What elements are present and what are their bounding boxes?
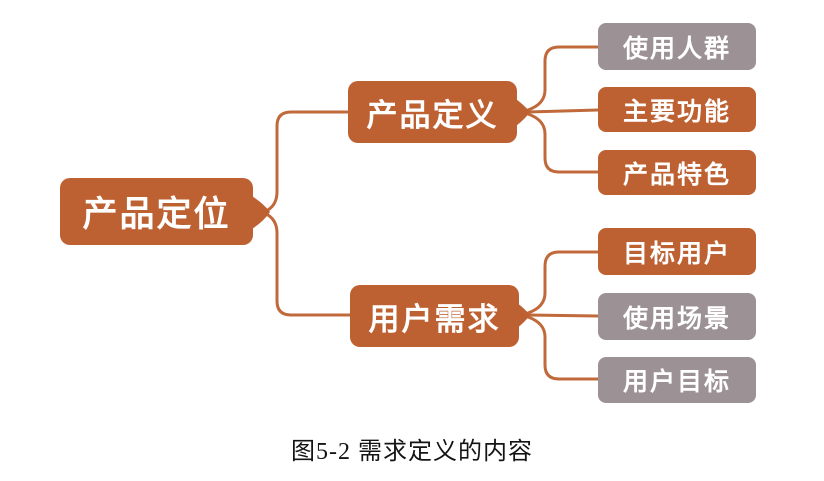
- leaf-node-product-features: 产品特色: [598, 150, 756, 195]
- leaf-node-label: 产品特色: [622, 160, 731, 189]
- branch-node-label: 产品定义: [366, 97, 499, 133]
- leaf-node-user-groups: 使用人群: [598, 23, 756, 70]
- branch-node-user-needs: 用户需求: [350, 285, 519, 347]
- root-node-tip: [252, 196, 270, 229]
- leaf-node-label: 用户目标: [622, 368, 731, 396]
- leaf-node-label: 目标用户: [622, 239, 731, 268]
- root-node-label: 产品定位: [82, 195, 231, 234]
- leaf-node-target-users: 目标用户: [598, 228, 756, 275]
- leaf-node-main-functions: 主要功能: [598, 87, 756, 132]
- leaf-node-label: 使用人群: [622, 34, 731, 63]
- leaf-node-label: 主要功能: [622, 97, 731, 126]
- figure-caption: 图5-2 需求定义的内容: [291, 439, 533, 465]
- leaf-node-usage-scenarios: 使用场景: [598, 293, 756, 340]
- branch-node-label: 用户需求: [368, 301, 501, 337]
- leaf-node-user-goals: 用户目标: [598, 357, 756, 403]
- branch-node-product-definition: 产品定义: [348, 81, 517, 143]
- leaf-node-label: 使用场景: [622, 304, 731, 333]
- root-node-product-positioning: 产品定位: [60, 178, 253, 245]
- branch1-node-tip: [516, 99, 530, 126]
